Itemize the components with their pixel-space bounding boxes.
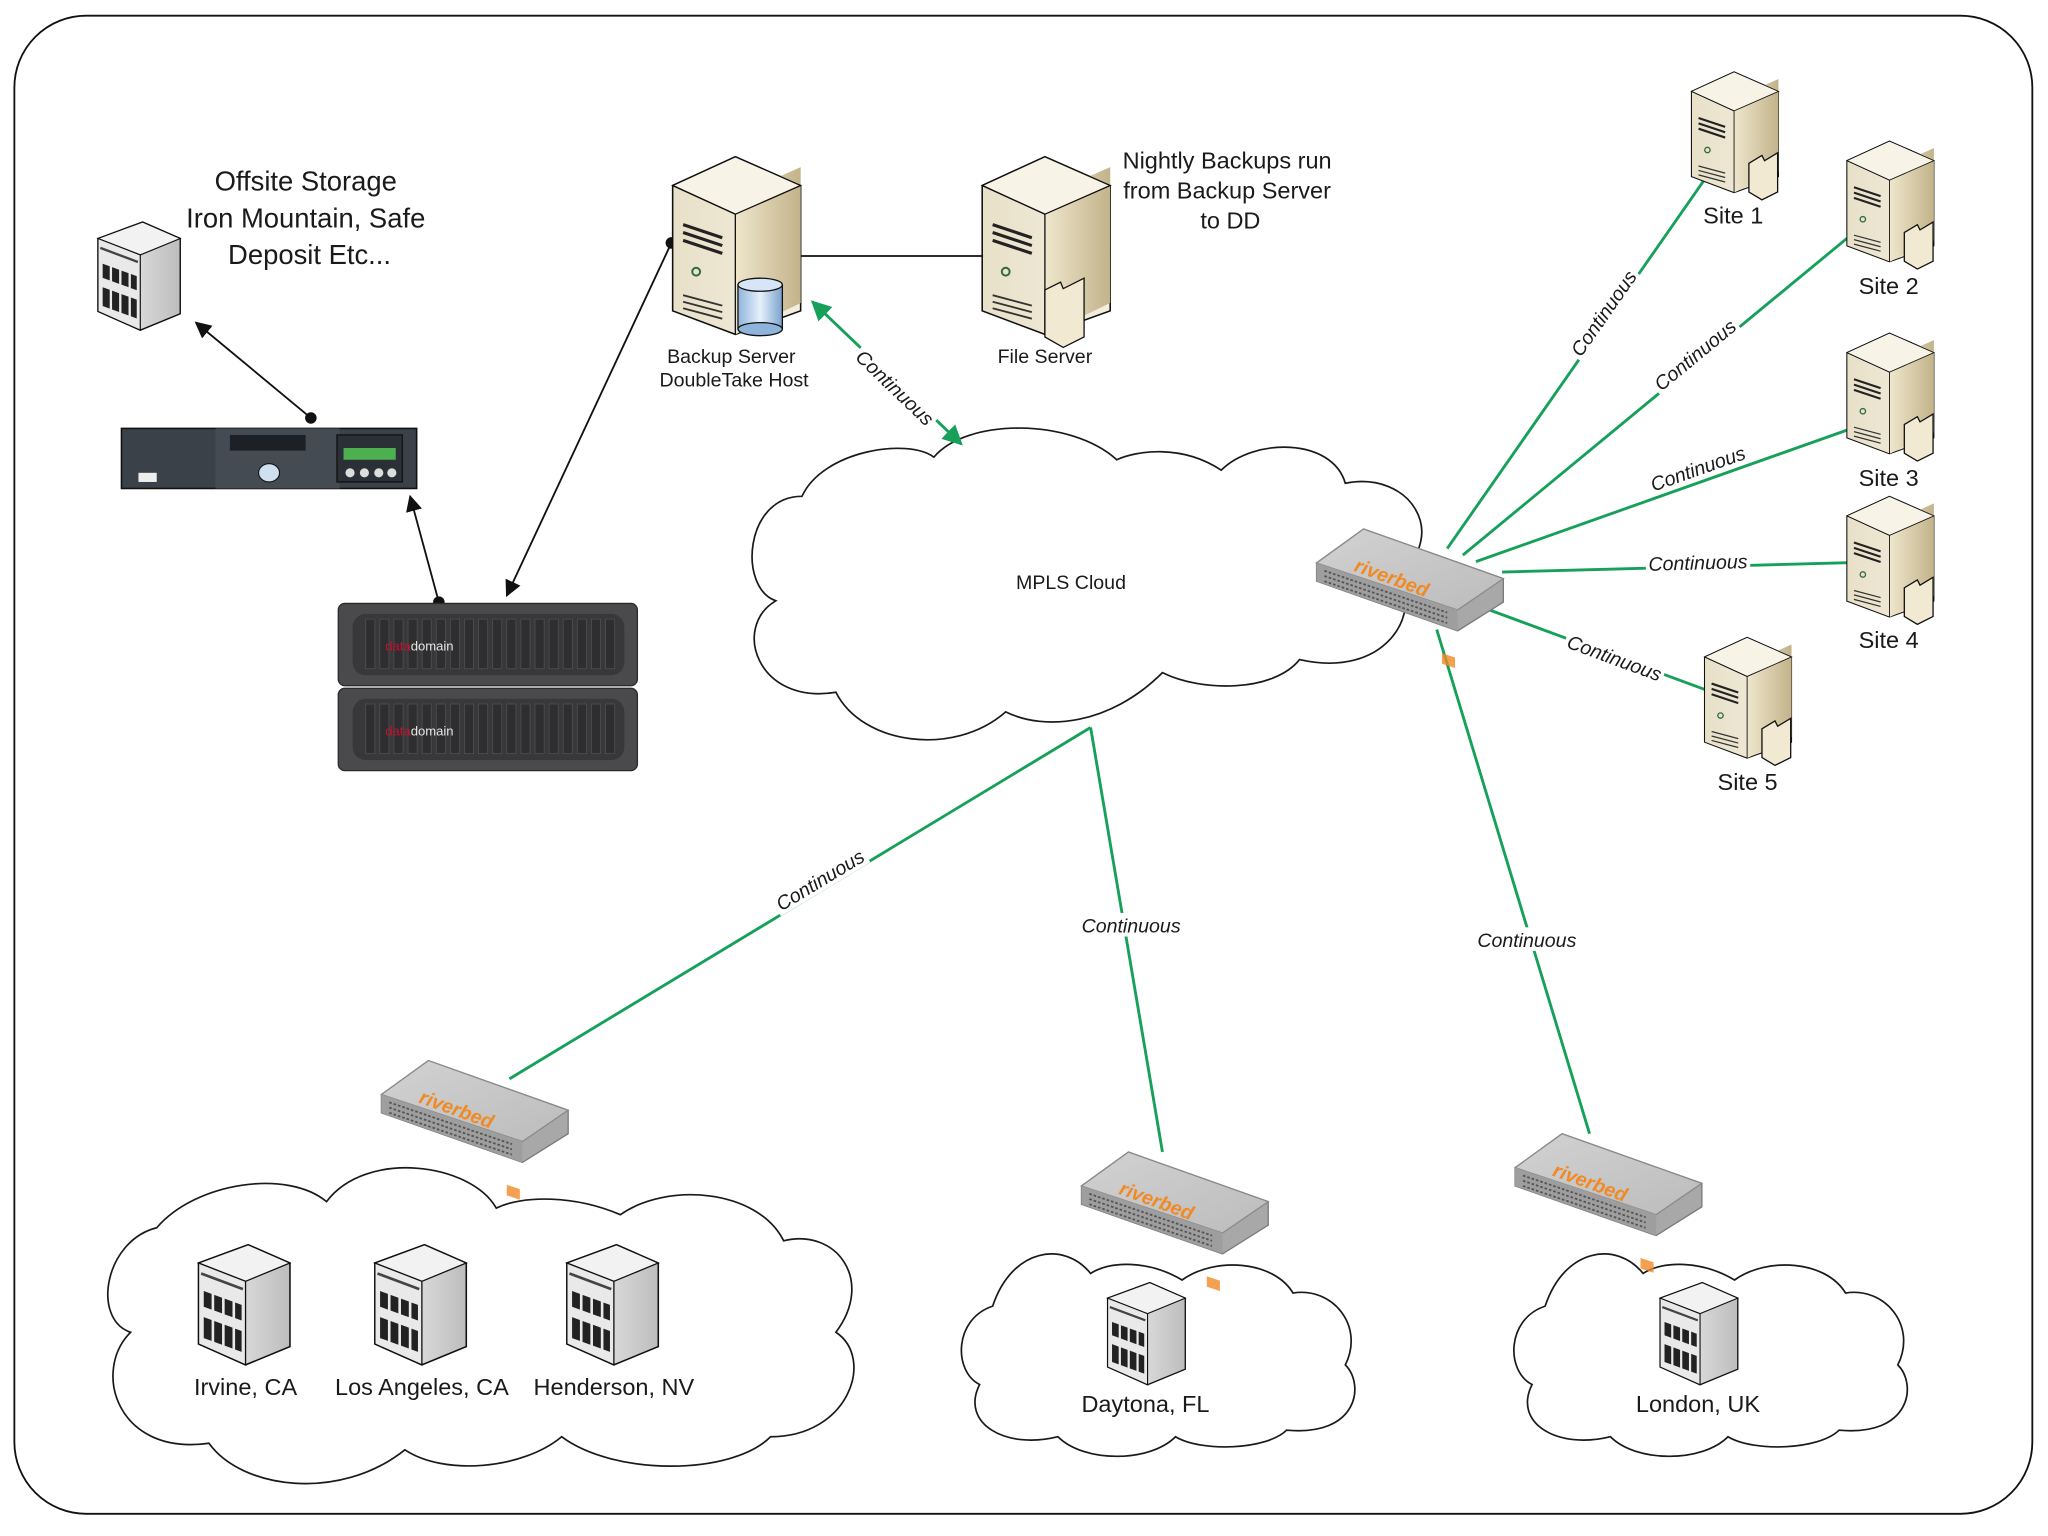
drive-slot xyxy=(421,618,432,670)
file-server-label: File Server xyxy=(998,346,1093,368)
link-hub-site-1-label-bg xyxy=(1563,263,1643,363)
site-2-label: Site 2 xyxy=(1859,273,1919,299)
drive-slot xyxy=(576,703,587,755)
los-angeles-building-icon[interactable] xyxy=(373,1243,468,1367)
link-mpls-daytona xyxy=(1089,727,1164,1153)
drive-slot xyxy=(379,703,390,755)
folder-icon xyxy=(1044,277,1085,349)
drive-slot xyxy=(464,618,474,670)
data-domain-appliance[interactable]: datadomain datadomain xyxy=(337,602,639,772)
drive-slot xyxy=(407,618,418,670)
drive-slot xyxy=(421,703,432,755)
site-3-server[interactable] xyxy=(1847,333,1934,461)
riverbed-hub-appliance[interactable]: riverbed xyxy=(1315,528,1505,669)
office-label-irvine: Irvine, CA xyxy=(194,1374,297,1400)
site-5-server[interactable] xyxy=(1704,637,1791,765)
link-hub-london-label-bg xyxy=(1474,927,1580,951)
drive-slot xyxy=(365,703,376,755)
drive-slot xyxy=(548,618,559,670)
office-label-london: London, UK xyxy=(1636,1391,1760,1417)
irvine-building-icon[interactable] xyxy=(197,1243,292,1367)
riverbed-london-appliance[interactable]: riverbed xyxy=(1514,1132,1703,1274)
drive-slot xyxy=(605,703,616,755)
drive-slot xyxy=(393,703,404,755)
drive-slot xyxy=(365,618,376,670)
database-icon xyxy=(737,277,784,337)
site-1-server[interactable] xyxy=(1691,72,1778,200)
drive-slot xyxy=(379,618,390,670)
link-hub-site-3 xyxy=(1475,411,1891,563)
drive-slot xyxy=(449,618,460,670)
drive-slot xyxy=(591,703,601,755)
link-hub-site-5-label-bg xyxy=(1561,627,1668,687)
link-backup-mpls-label-bg xyxy=(849,342,942,432)
drive-slot xyxy=(576,618,587,670)
tape-to-offsite-link xyxy=(194,321,317,424)
drive-slot xyxy=(478,703,489,755)
data-domain-logo: datadomain xyxy=(385,723,453,738)
dd-to-tape-link xyxy=(406,494,445,608)
offsite-label: Offsite Storage Iron Mountain, Safe Depo… xyxy=(186,166,433,270)
drive-slot xyxy=(591,618,601,670)
drive-slot xyxy=(449,703,460,755)
mpls-cloud-label: MPLS Cloud xyxy=(1016,572,1126,594)
office-label-daytona: Daytona, FL xyxy=(1081,1391,1209,1417)
drive-slot xyxy=(464,703,474,755)
link-hub-london-label: Continuous xyxy=(1477,930,1576,952)
drive-slot xyxy=(548,703,559,755)
link-hub-london xyxy=(1435,629,1591,1135)
drive-slot xyxy=(435,618,446,670)
link-hub-site-4-label-bg xyxy=(1645,548,1751,575)
mpls-cloud[interactable] xyxy=(751,427,1423,741)
drive-slot xyxy=(562,618,573,670)
site-2-server[interactable] xyxy=(1847,141,1934,269)
data-domain-logo: datadomain xyxy=(385,638,453,653)
link-mpls-daytona-label: Continuous xyxy=(1082,916,1181,938)
drive-slot xyxy=(435,703,446,755)
drive-slot xyxy=(393,618,404,670)
site-5-label: Site 5 xyxy=(1718,769,1778,795)
drive-slot xyxy=(562,703,573,755)
backup-note: Nightly Backups run from Backup Server t… xyxy=(1123,147,1339,233)
link-hub-site-2-label-bg xyxy=(1646,311,1743,397)
drive-slot xyxy=(605,618,616,670)
site-4-label: Site 4 xyxy=(1859,627,1919,653)
site-3-label: Site 3 xyxy=(1859,465,1919,491)
office-label-henderson: Henderson, NV xyxy=(534,1374,695,1400)
drive-slot xyxy=(492,703,503,755)
backup-to-dd-link xyxy=(505,237,678,598)
link-mpls-daytona-label-bg xyxy=(1078,912,1184,937)
daytona-building-icon[interactable] xyxy=(1106,1281,1187,1386)
henderson-building-icon[interactable] xyxy=(565,1243,660,1367)
drive-slot xyxy=(534,618,545,670)
tape-library-icon[interactable] xyxy=(120,427,418,490)
backup-server[interactable] xyxy=(671,155,803,337)
drive-slot xyxy=(520,703,531,755)
drive-slot xyxy=(478,618,489,670)
link-mpls-west-label-bg xyxy=(768,842,871,917)
site-4-server[interactable] xyxy=(1847,496,1934,624)
drive-slot xyxy=(506,703,517,755)
offsite-building-icon xyxy=(96,220,182,332)
link-hub-site-4-label: Continuous xyxy=(1648,551,1748,576)
drive-slot xyxy=(506,618,517,670)
west-region-cloud xyxy=(107,1166,855,1485)
drive-slot xyxy=(492,618,503,670)
link-hub-site-3-label-bg xyxy=(1644,439,1751,497)
backup-server-label: Backup Server DoubleTake Host xyxy=(659,346,809,392)
riverbed-daytona-appliance[interactable]: riverbed xyxy=(1080,1151,1270,1292)
drive-slot xyxy=(520,618,531,670)
file-server[interactable] xyxy=(980,155,1112,349)
drive-slot xyxy=(534,703,545,755)
site-1-label: Site 1 xyxy=(1703,202,1763,228)
london-building-icon[interactable] xyxy=(1658,1281,1739,1386)
office-label-los-angeles: Los Angeles, CA xyxy=(335,1374,509,1400)
riverbed-west-appliance[interactable]: riverbed xyxy=(380,1059,570,1201)
drive-slot xyxy=(407,703,418,755)
